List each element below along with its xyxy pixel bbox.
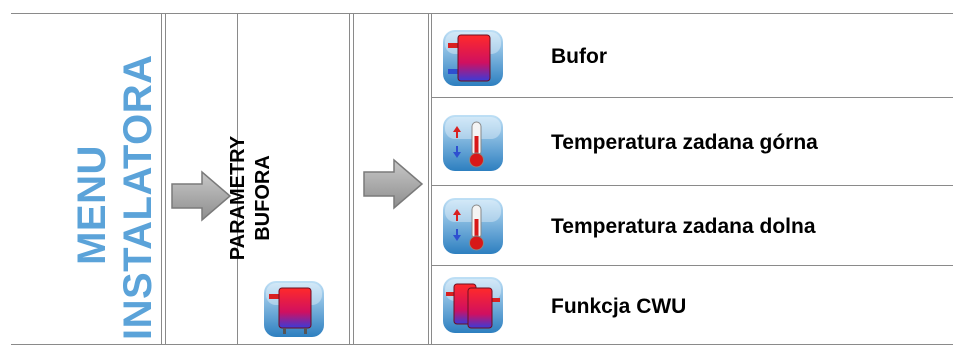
column-divider [161, 13, 162, 345]
row-divider [431, 265, 953, 266]
thermometer-icon [443, 115, 503, 171]
row-divider [431, 97, 953, 98]
right-arrow-icon [363, 158, 424, 210]
parameters-title: PARAMETRY BUFORA [226, 103, 286, 293]
row-label: Temperatura zadana dolna [551, 215, 816, 238]
menu-title-line1: MENU [70, 145, 114, 265]
column-divider [237, 13, 238, 345]
dhw-tanks-icon [443, 277, 503, 333]
row-label: Funkcja CWU [551, 295, 687, 318]
buffer-tank-icon [264, 281, 324, 337]
column-divider [349, 13, 350, 345]
column-divider [165, 13, 166, 345]
menu-title: MENU INSTALATORA [69, 54, 165, 340]
menu-title-line2: INSTALATORA [116, 54, 160, 340]
thermometer-icon [443, 198, 503, 254]
row-label: Bufor [551, 45, 607, 68]
column-divider [428, 13, 429, 345]
right-arrow-icon [171, 170, 232, 222]
parameters-title-line2: BUFORA [252, 155, 274, 241]
buffer-tank-icon [443, 30, 503, 86]
top-rule [11, 13, 953, 14]
parameters-title-line1: PARAMETRY [227, 135, 249, 261]
row-label: Temperatura zadana górna [551, 131, 818, 154]
row-divider [431, 185, 953, 186]
column-divider [431, 13, 432, 345]
column-divider [353, 13, 354, 345]
